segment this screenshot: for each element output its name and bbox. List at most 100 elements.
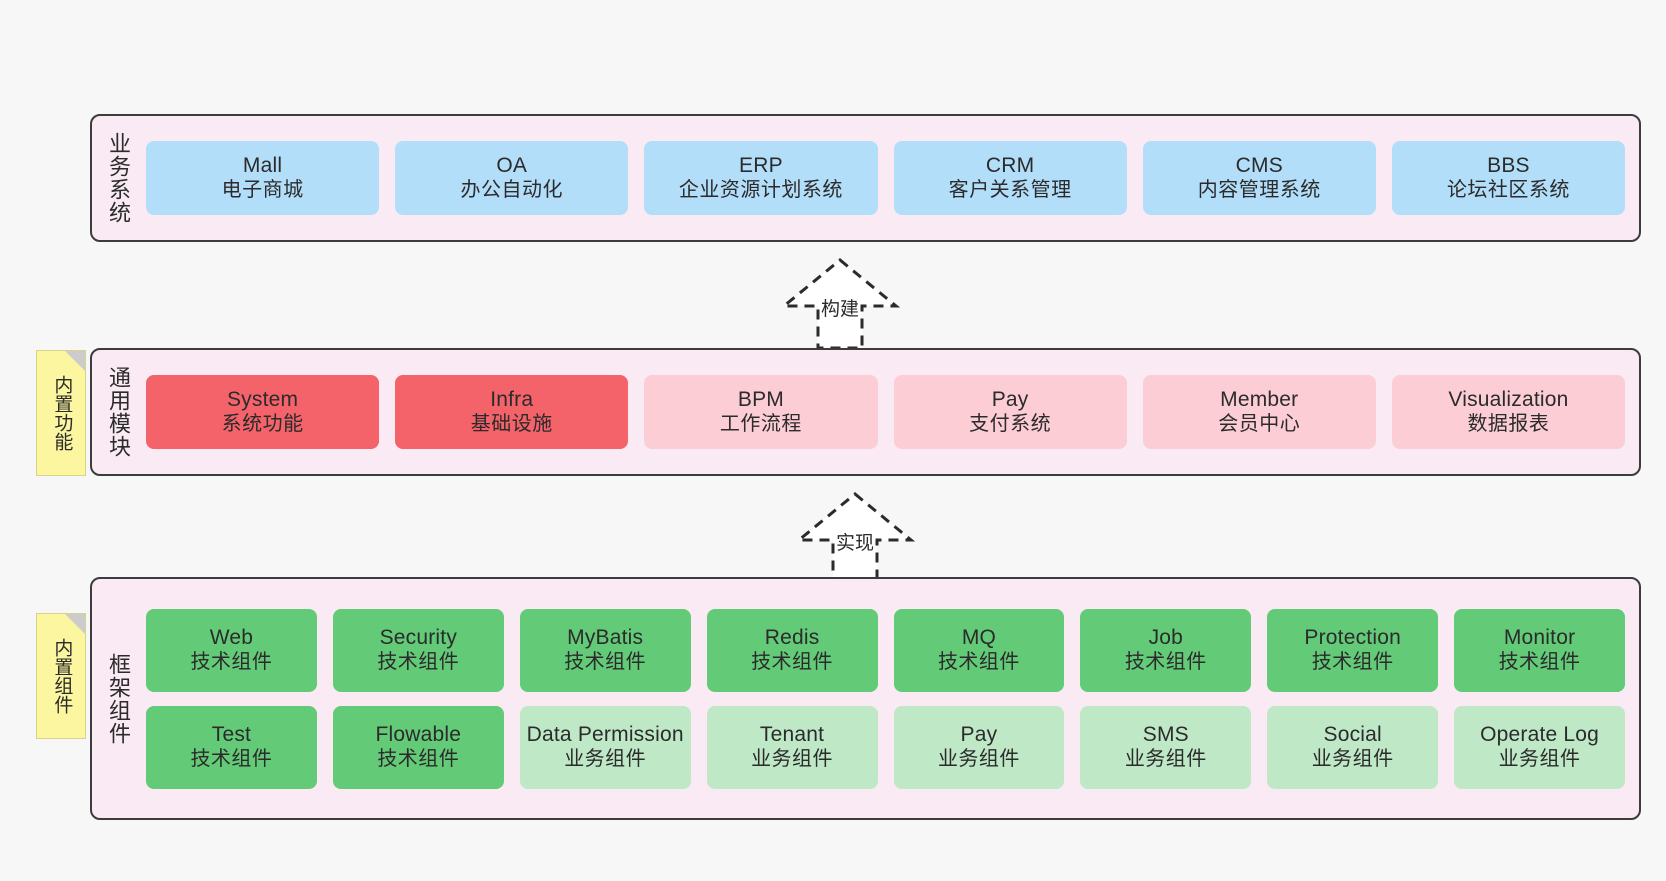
box-subtitle: 技术组件 xyxy=(1498,650,1581,673)
layer-business-system: 业务系统 Mall 电子商城 OA 办公自动化 ERP 企业资源计划系统 CRM… xyxy=(90,114,1641,242)
box-mybatis[interactable]: MyBatis 技术组件 xyxy=(519,608,691,692)
box-subtitle: 业务组件 xyxy=(937,747,1020,770)
box-mall[interactable]: Mall 电子商城 xyxy=(146,141,380,215)
layer-title-framework-component: 框架组件 xyxy=(105,652,131,745)
box-subtitle: 技术组件 xyxy=(937,650,1020,673)
box-title: Data Permission xyxy=(526,722,684,746)
connector-implement: 实现 xyxy=(775,490,935,586)
box-subtitle: 论坛社区系统 xyxy=(1446,178,1570,201)
note-label: 内置功能 xyxy=(51,375,73,451)
box-member[interactable]: Member 会员中心 xyxy=(1142,375,1376,449)
box-title: Mall xyxy=(242,153,283,177)
box-operate-log[interactable]: Operate Log 业务组件 xyxy=(1454,705,1625,789)
box-title: System xyxy=(226,387,299,411)
box-title: Protection xyxy=(1304,625,1401,649)
box-web[interactable]: Web 技术组件 xyxy=(146,608,317,692)
box-title: Infra xyxy=(490,387,534,411)
box-row: System 系统功能 Infra 基础设施 BPM 工作流程 Pay 支付系统… xyxy=(146,375,1626,449)
box-subtitle: 业务组件 xyxy=(751,747,834,770)
box-subtitle: 技术组件 xyxy=(190,747,273,770)
box-subtitle: 技术组件 xyxy=(1311,650,1394,673)
box-title: CMS xyxy=(1235,153,1283,177)
box-subtitle: 技术组件 xyxy=(564,650,647,673)
box-subtitle: 支付系统 xyxy=(969,412,1052,435)
layer-body-framework-component: Web 技术组件 Security 技术组件 MyBatis 技术组件 Redi… xyxy=(144,579,1639,818)
box-pay[interactable]: Pay 支付系统 xyxy=(893,375,1127,449)
box-redis[interactable]: Redis 技术组件 xyxy=(706,608,878,692)
box-bpm[interactable]: BPM 工作流程 xyxy=(644,375,878,449)
box-tenant[interactable]: Tenant 业务组件 xyxy=(706,705,878,789)
box-system[interactable]: System 系统功能 xyxy=(146,375,380,449)
connector-build: 构建 xyxy=(760,256,920,352)
box-subtitle: 系统功能 xyxy=(221,412,304,435)
box-row: Web 技术组件 Security 技术组件 MyBatis 技术组件 Redi… xyxy=(146,608,1625,692)
box-subtitle: 业务组件 xyxy=(564,747,647,770)
layer-title-business-system: 业务系统 xyxy=(105,132,131,224)
box-subtitle: 工作流程 xyxy=(719,412,802,435)
box-erp[interactable]: ERP 企业资源计划系统 xyxy=(644,141,878,215)
box-subtitle: 技术组件 xyxy=(1124,650,1207,673)
box-title: Monitor xyxy=(1503,625,1576,649)
box-social[interactable]: Social 业务组件 xyxy=(1267,705,1439,789)
box-subtitle: 企业资源计划系统 xyxy=(678,178,843,201)
box-title: Security xyxy=(379,625,458,649)
box-job[interactable]: Job 技术组件 xyxy=(1080,608,1252,692)
box-row: Test 技术组件 Flowable 技术组件 Data Permission … xyxy=(146,705,1625,789)
layer-body-common-module: System 系统功能 Infra 基础设施 BPM 工作流程 Pay 支付系统… xyxy=(144,350,1639,474)
box-title: MyBatis xyxy=(567,625,644,649)
layer-body-business-system: Mall 电子商城 OA 办公自动化 ERP 企业资源计划系统 CRM 客户关系… xyxy=(144,116,1639,240)
box-sms[interactable]: SMS 业务组件 xyxy=(1080,705,1252,789)
box-title: Social xyxy=(1323,722,1382,746)
box-data-permission[interactable]: Data Permission 业务组件 xyxy=(519,705,691,789)
box-flowable[interactable]: Flowable 技术组件 xyxy=(332,705,504,789)
box-monitor[interactable]: Monitor 技术组件 xyxy=(1454,608,1625,692)
box-subtitle: 数据报表 xyxy=(1467,412,1550,435)
box-subtitle: 会员中心 xyxy=(1218,412,1301,435)
box-title: Web xyxy=(209,625,254,649)
note-builtin-components: 内置组件 xyxy=(36,613,86,739)
box-title: Visualization xyxy=(1448,387,1569,411)
box-title: Pay xyxy=(991,387,1029,411)
box-title: Operate Log xyxy=(1480,722,1600,746)
box-title: MQ xyxy=(961,625,997,649)
box-cms[interactable]: CMS 内容管理系统 xyxy=(1142,141,1376,215)
box-title: Test xyxy=(211,722,252,746)
box-subtitle: 内容管理系统 xyxy=(1197,178,1321,201)
box-title: OA xyxy=(496,153,528,177)
box-protection[interactable]: Protection 技术组件 xyxy=(1267,608,1439,692)
box-bbs[interactable]: BBS 论坛社区系统 xyxy=(1391,141,1626,215)
box-crm[interactable]: CRM 客户关系管理 xyxy=(893,141,1127,215)
box-subtitle: 技术组件 xyxy=(377,747,460,770)
box-title: Flowable xyxy=(375,722,462,746)
box-pay-component[interactable]: Pay 业务组件 xyxy=(893,705,1065,789)
box-mq[interactable]: MQ 技术组件 xyxy=(893,608,1065,692)
layer-framework-component: 框架组件 Web 技术组件 Security 技术组件 MyBatis 技术组件… xyxy=(90,577,1641,820)
box-visualization[interactable]: Visualization 数据报表 xyxy=(1391,375,1626,449)
box-title: Redis xyxy=(764,625,820,649)
box-oa[interactable]: OA 办公自动化 xyxy=(395,141,629,215)
box-test[interactable]: Test 技术组件 xyxy=(146,705,317,789)
box-subtitle: 技术组件 xyxy=(751,650,834,673)
box-subtitle: 业务组件 xyxy=(1124,747,1207,770)
box-title: Tenant xyxy=(759,722,825,746)
box-row: Mall 电子商城 OA 办公自动化 ERP 企业资源计划系统 CRM 客户关系… xyxy=(146,141,1626,215)
box-subtitle: 办公自动化 xyxy=(460,178,563,201)
layer-title-common-module: 通用模块 xyxy=(105,366,131,458)
box-title: Pay xyxy=(960,722,998,746)
box-title: CRM xyxy=(985,153,1035,177)
box-title: ERP xyxy=(739,153,783,177)
note-builtin-functions: 内置功能 xyxy=(36,350,86,476)
box-title: SMS xyxy=(1142,722,1189,746)
box-security[interactable]: Security 技术组件 xyxy=(332,608,504,692)
layer-common-module: 通用模块 System 系统功能 Infra 基础设施 BPM 工作流程 Pay… xyxy=(90,348,1641,476)
box-subtitle: 技术组件 xyxy=(377,650,460,673)
box-title: BBS xyxy=(1487,153,1530,177)
box-title: Job xyxy=(1148,625,1184,649)
box-title: BPM xyxy=(737,387,784,411)
box-subtitle: 业务组件 xyxy=(1311,747,1394,770)
box-subtitle: 客户关系管理 xyxy=(948,178,1072,201)
box-title: Member xyxy=(1220,387,1299,411)
box-subtitle: 技术组件 xyxy=(190,650,273,673)
box-infra[interactable]: Infra 基础设施 xyxy=(395,375,629,449)
